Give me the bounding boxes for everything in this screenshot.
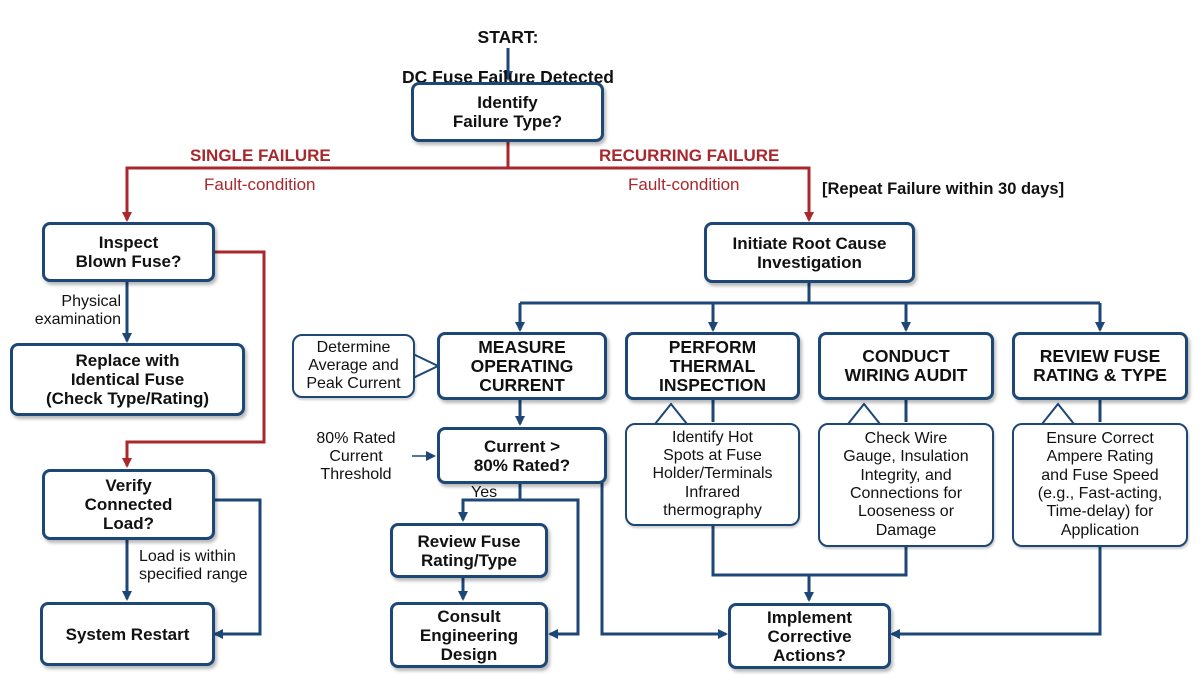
callout-ensure-ampere-rating: Ensure Correct Ampere Rating and Fuse Sp… [1012,423,1188,547]
callout-tail-ampere [1039,402,1077,425]
connector-rating-implement [890,547,1102,639]
callout-tail-wire [845,402,883,425]
node-verify-connected-load: Verify Connected Load? [42,469,215,540]
connector-thermal-implement [711,526,809,577]
node-conduct-wiring-audit: CONDUCT WIRING AUDIT [818,332,994,400]
start-title: START: [477,27,539,47]
node-inspect-blown-fuse: Inspect Blown Fuse? [42,222,215,282]
node-perform-thermal-inspection: PERFORM THERMAL INSPECTION [625,332,800,400]
label-physical-examination: Physical examination [34,293,121,328]
connector-current-implement [600,475,728,639]
node-review-fuse-rating: Review Fuse Rating/Type [390,523,548,578]
connector-current-consult [520,498,580,639]
node-review-fuse-rating-type: REVIEW FUSE RATING & TYPE [1012,332,1188,400]
label-load-within-range: Load is within specified range [139,548,248,583]
connector-inspect-verify [122,250,266,468]
callout-tail-hotspots [652,402,690,425]
connector-wiring-implement [804,547,908,602]
node-measure-operating-current: MEASURE OPERATING CURRENT [437,332,607,400]
label-recurring-failure: RECURRING FAILURE [599,146,780,165]
node-implement-corrective-actions: Implement Corrective Actions? [728,603,891,669]
label-fault-condition-right: Fault-condition [628,175,740,194]
node-system-restart: System Restart [40,602,215,666]
callout-check-wire: Check Wire Gauge, Insulation Integrity, … [818,423,994,547]
connector-recurring-failure [508,166,814,222]
label-rated-current-threshold: 80% Rated Current Threshold [316,430,396,483]
callout-identify-hot-spots: Identify Hot Spots at Fuse Holder/Termin… [625,423,800,526]
callout-determine-current: Determine Average and Peak Current [292,334,415,398]
node-consult-engineering-design: Consult Engineering Design [390,602,548,668]
node-root-cause-investigation: Initiate Root Cause Investigation [704,222,915,283]
label-fault-condition-left: Fault-condition [204,175,316,194]
node-current-over-80-rated: Current > 80% Rated? [437,427,607,484]
node-replace-identical-fuse: Replace with Identical Fuse (Check Type/… [10,343,245,416]
connector-verify-restart-side [213,498,262,639]
callout-tail-determine [412,352,441,380]
label-yes: Yes [471,484,498,501]
start-label: START: DC Fuse Failure Detected [360,7,656,87]
connector-single-failure [122,142,510,222]
label-single-failure: SINGLE FAILURE [190,146,331,165]
connector-current-review [458,484,522,522]
label-repeat-failure: [Repeat Failure within 30 days] [822,180,1065,198]
node-identify-failure-type: Identify Failure Type? [411,82,604,142]
